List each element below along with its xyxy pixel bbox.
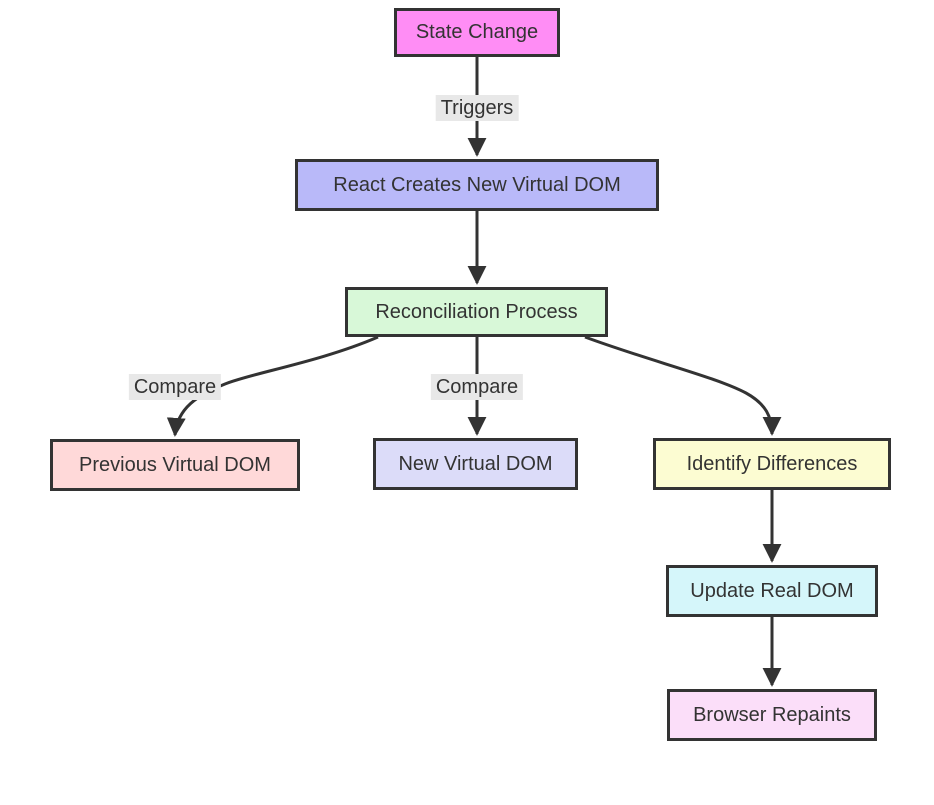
edge-label-compare-middle: Compare [430,374,524,400]
node-previous-virtual-dom-label: Previous Virtual DOM [79,453,271,476]
node-new-virtual-dom: New Virtual DOM [373,438,578,490]
edge-label-compare-left: Compare [128,374,222,400]
node-previous-virtual-dom: Previous Virtual DOM [50,439,300,491]
node-new-virtual-dom-label: New Virtual DOM [398,452,553,475]
node-browser-repaints-label: Browser Repaints [693,703,851,726]
node-reconciliation-process-label: Reconciliation Process [375,300,578,323]
node-update-real-dom-label: Update Real DOM [690,579,854,602]
node-identify-differences: Identify Differences [653,438,891,490]
edge-reconciliation-to-identify [584,335,782,436]
edge-label-triggers: Triggers [435,95,519,121]
node-react-creates-new-virtual-dom-label: React Creates New Virtual DOM [333,173,621,196]
node-reconciliation-process: Reconciliation Process [345,287,608,337]
node-browser-repaints: Browser Repaints [667,689,877,741]
node-update-real-dom: Update Real DOM [666,565,878,617]
node-react-creates-new-virtual-dom: React Creates New Virtual DOM [295,159,659,211]
node-identify-differences-label: Identify Differences [686,452,858,475]
edge-reconciliation-to-previous [166,335,379,437]
node-state-change-label: State Change [415,21,539,43]
node-state-change: State Change [394,8,560,57]
